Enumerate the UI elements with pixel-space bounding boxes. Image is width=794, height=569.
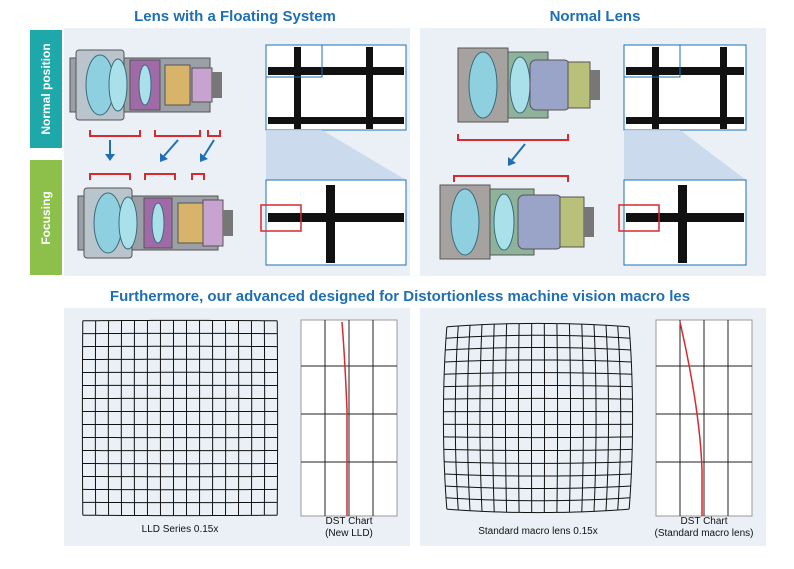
standard-grid-line [593, 324, 597, 512]
standard-grid-line [444, 359, 632, 363]
lld-distortion-grid [81, 319, 279, 517]
standard-distortion-grid [442, 322, 634, 514]
floating-lens-normal-diagram [69, 49, 222, 121]
standard-grid-line [517, 323, 520, 513]
normal-position-label: Normal position [30, 30, 62, 148]
standard-grid-line [444, 372, 632, 375]
standard-grid-line [445, 497, 631, 502]
standard-grid-line [442, 326, 448, 510]
normal-lens-normal-diagram [457, 47, 600, 123]
standard-grid-line [445, 346, 631, 351]
standard-grid-line [445, 485, 631, 490]
standard-caption: Standard macro lens 0.15x [478, 526, 598, 537]
standard-grid-line [443, 436, 633, 439]
floating-lens-focusing-diagram [77, 187, 233, 259]
floating-lens-heading: Lens with a Floating System [134, 8, 336, 25]
standard-grid-line [568, 323, 572, 513]
normal-lens-heading: Normal Lens [549, 8, 641, 25]
standard-grid-line [466, 325, 471, 511]
standard-grid-line [492, 324, 495, 512]
standard-grid-line [556, 323, 559, 513]
normal-lens-focusing-diagram [439, 184, 594, 260]
standard-grid-line [479, 324, 483, 512]
dst-new-caption-1: DST Chart [325, 516, 373, 527]
standard-grid-line [454, 325, 459, 511]
standard-grid-line [617, 325, 622, 511]
lld-caption: LLD Series 0.15x [141, 524, 219, 535]
standard-grid-line [443, 448, 633, 452]
standard-grid-line [444, 473, 632, 477]
standard-grid-line [581, 324, 584, 512]
floating-crosshair-zoom [260, 44, 407, 266]
standard-grid-line [443, 397, 633, 400]
normal-lens-group-markers [453, 134, 569, 182]
normal-crosshair-zoom [618, 44, 747, 266]
dst-chart-standard [655, 319, 753, 517]
focusing-label: Focusing [30, 160, 62, 275]
standard-grid-line [444, 461, 632, 464]
standard-grid-line [504, 323, 508, 513]
floating-lens-group-markers [89, 130, 221, 180]
standard-grid-line [446, 508, 630, 514]
dst-new-caption-2: (New LLD) [325, 528, 373, 539]
macro-subtitle: Furthermore, our advanced designed for D… [109, 288, 691, 305]
standard-grid-line [446, 322, 630, 328]
standard-grid-line [445, 334, 631, 339]
dst-chart-new-lld [300, 319, 398, 517]
standard-grid-line [443, 384, 633, 388]
standard-grid-line [628, 326, 634, 510]
dst-std-caption-1: DST Chart [680, 516, 728, 527]
dst-std-caption-2: (Standard macro lens) [654, 528, 754, 539]
standard-grid-line [605, 325, 610, 511]
